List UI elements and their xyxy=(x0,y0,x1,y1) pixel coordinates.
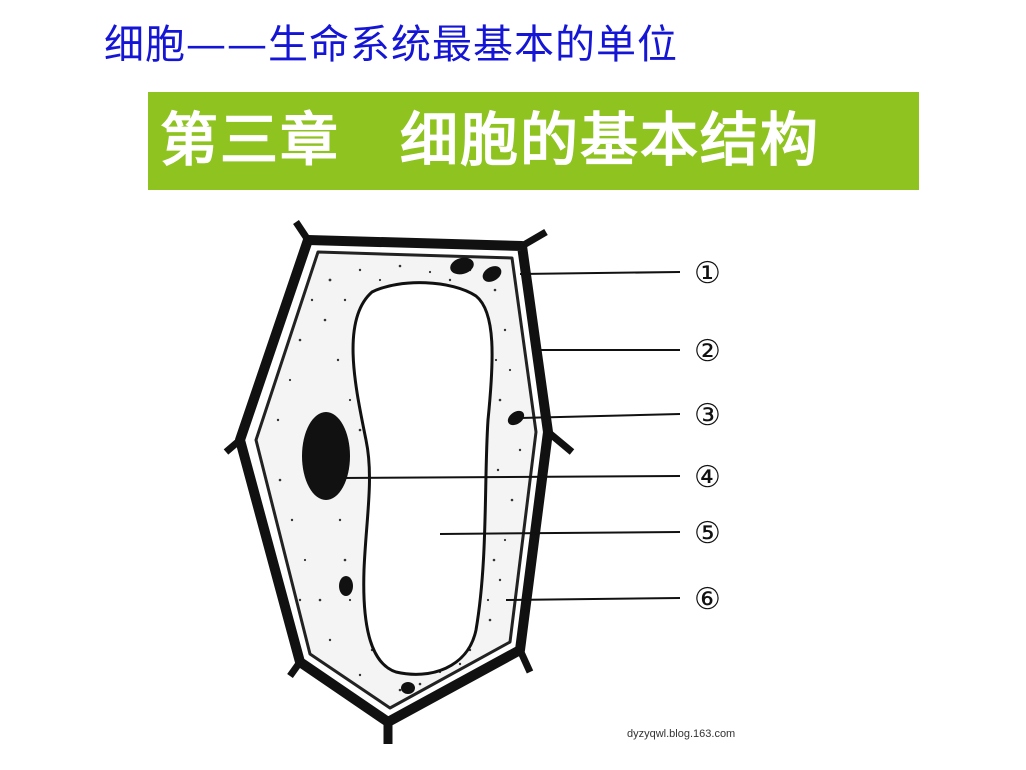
neighbor-wall-stub xyxy=(516,648,534,674)
nucleus xyxy=(302,412,350,500)
neighbor-wall-stub xyxy=(293,220,311,242)
leader-line-6 xyxy=(505,597,681,601)
organelle xyxy=(339,576,353,596)
label-2: ② xyxy=(694,334,721,369)
leader-line-4 xyxy=(339,475,681,479)
label-4: ④ xyxy=(694,460,721,495)
leader-line-3 xyxy=(519,413,681,419)
organelle xyxy=(450,257,474,275)
chapter-banner: 第三章 细胞的基本结构 xyxy=(148,92,919,190)
neighbor-wall-stub xyxy=(520,228,548,250)
watermark: dyzyqwl.blog.163.com xyxy=(627,728,736,740)
label-5: ⑤ xyxy=(694,516,721,551)
neighbor-wall-stub xyxy=(545,429,575,455)
label-6: ⑥ xyxy=(694,582,721,617)
neighbor-wall-stub xyxy=(223,437,243,455)
page-title: 细胞——生命系统最基本的单位 xyxy=(104,22,678,68)
chapter-title: 第三章 细胞的基本结构 xyxy=(160,106,821,174)
organelle xyxy=(482,266,502,282)
leader-line-1 xyxy=(519,271,681,275)
leader-line-5 xyxy=(439,531,681,535)
organelle xyxy=(507,410,525,426)
neighbor-wall-stub xyxy=(287,659,303,679)
organelle xyxy=(401,682,415,694)
label-1: ① xyxy=(694,256,721,291)
label-3: ③ xyxy=(694,398,721,433)
